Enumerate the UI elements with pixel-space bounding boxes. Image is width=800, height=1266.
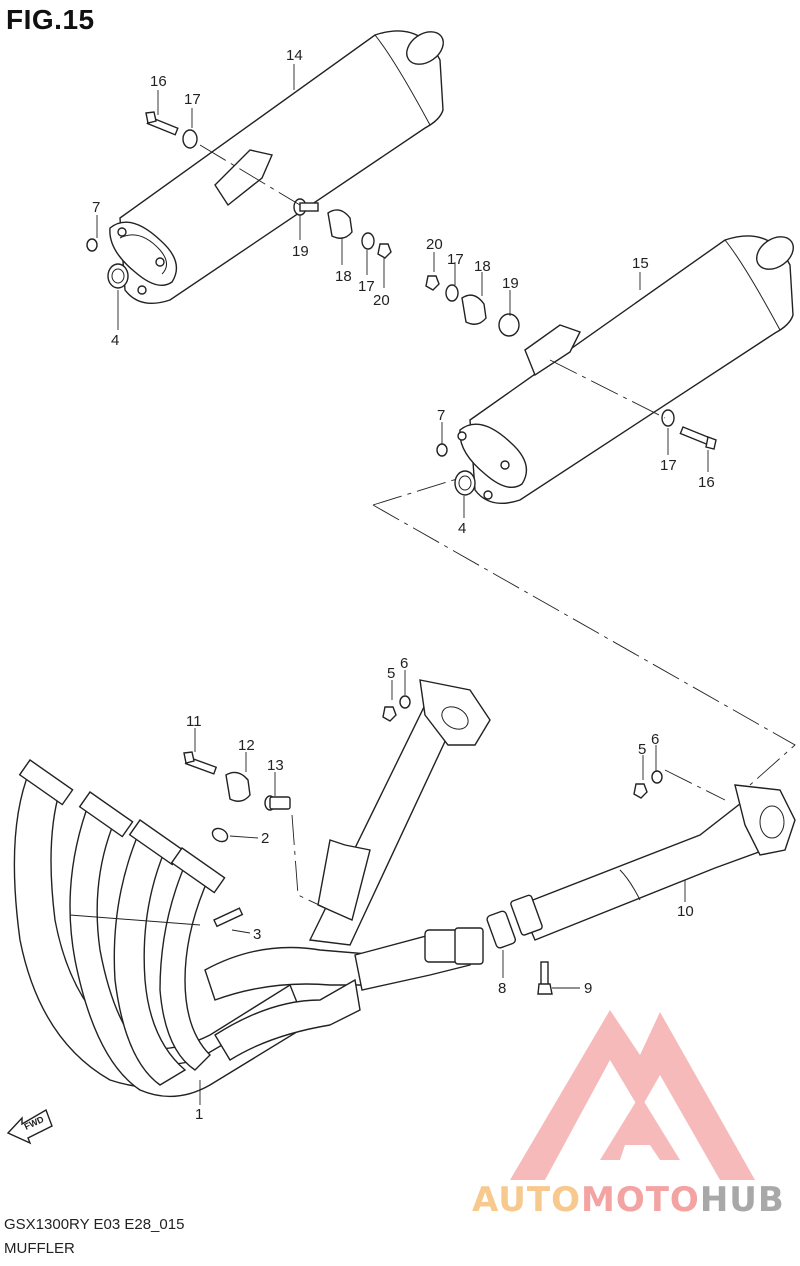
callout-20: 20 (426, 236, 443, 253)
callout-17: 17 (358, 278, 375, 295)
callout-14: 14 (286, 47, 303, 64)
callout-16: 16 (698, 474, 715, 491)
callout-4: 4 (458, 520, 466, 537)
callout-7: 7 (92, 199, 100, 216)
callout-1: 1 (195, 1106, 203, 1123)
callout-2: 2 (261, 830, 269, 847)
callout-20: 20 (373, 292, 390, 309)
callout-17: 17 (660, 457, 677, 474)
callout-11: 11 (186, 713, 202, 730)
callout-4: 4 (111, 332, 119, 349)
callout-7: 7 (437, 407, 445, 424)
callout-5: 5 (638, 741, 646, 758)
connecting-pipe (486, 784, 796, 949)
callout-9: 9 (584, 980, 592, 997)
section-name: MUFFLER (4, 1240, 75, 1257)
model-code: GSX1300RY E03 E28_015 (4, 1216, 185, 1233)
muffler-right (457, 235, 794, 504)
callout-6: 6 (651, 731, 659, 748)
callout-16: 16 (150, 73, 167, 90)
callout-8: 8 (498, 980, 506, 997)
callout-3: 3 (253, 926, 261, 943)
watermark-text: AUTOMOTOHUB (472, 1180, 785, 1220)
header-hardware (183, 695, 726, 995)
exhaust-headers (13, 679, 491, 1098)
callout-17: 17 (184, 91, 201, 108)
leader-lines (96, 64, 709, 1105)
callout-18: 18 (335, 268, 352, 285)
callout-19: 19 (292, 243, 309, 260)
callout-15: 15 (632, 255, 649, 272)
watermark-moto: MOTO (580, 1180, 700, 1220)
callout-18: 18 (474, 258, 491, 275)
watermark-hub: HUB (699, 1180, 785, 1220)
left-muffler-hardware (86, 111, 392, 289)
callout-12: 12 (238, 737, 255, 754)
watermark-logo (510, 1010, 755, 1180)
watermark-auto: AUTO (472, 1180, 581, 1220)
figure-title: FIG.15 (6, 4, 95, 35)
callout-numbers: 14 16 17 7 4 19 18 17 20 20 17 18 19 15 … (92, 47, 715, 1123)
right-muffler-hardware (425, 275, 717, 496)
callout-19: 19 (502, 275, 519, 292)
fwd-arrow: FWD (6, 1108, 53, 1145)
callout-10: 10 (677, 903, 694, 920)
callout-13: 13 (267, 757, 284, 774)
callout-6: 6 (400, 655, 408, 672)
callout-5: 5 (387, 665, 395, 682)
callout-17: 17 (447, 251, 464, 268)
muffler-left (109, 30, 444, 304)
